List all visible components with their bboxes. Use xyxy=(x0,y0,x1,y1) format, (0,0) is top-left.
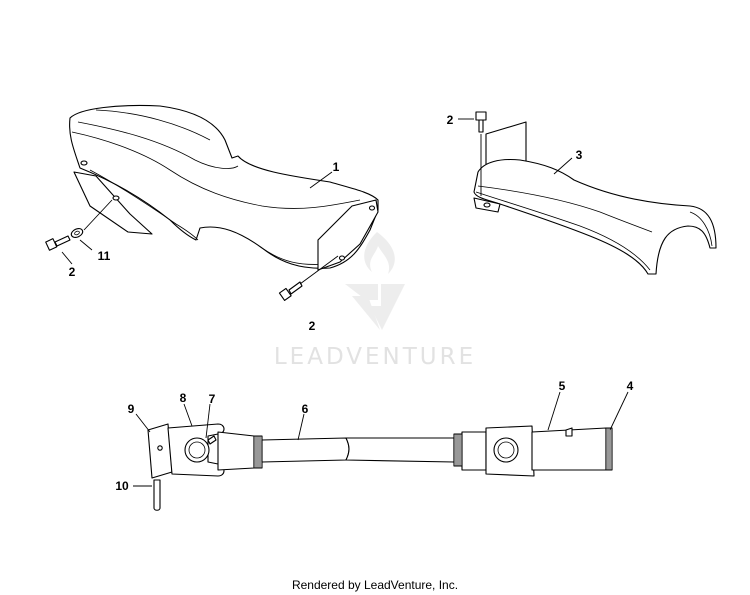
leader-cross-bearing xyxy=(205,403,211,439)
callout-driveshaft-yoke-end: 9 xyxy=(128,402,135,416)
callout-driveshaft-boot: 4 xyxy=(627,379,634,393)
leader-washer-b xyxy=(79,239,93,251)
front-cover-part xyxy=(69,104,379,271)
leader-slip-yoke xyxy=(547,391,561,431)
leader-boot xyxy=(609,391,629,431)
leader-bolt-right xyxy=(299,255,339,285)
watermark-brand-text: LEADVENTURE xyxy=(274,344,476,370)
callout-driveshaft-yoke: 8 xyxy=(180,391,187,405)
callout-driveshaft-roll-pin: 10 xyxy=(115,479,129,493)
callout-front-cover: 1 xyxy=(333,160,340,174)
watermark-logo-icon xyxy=(345,232,405,330)
leader-bolt-left xyxy=(61,251,73,265)
leader-washer xyxy=(83,199,113,231)
bolt-right-part xyxy=(278,281,303,301)
leader-front-cover xyxy=(309,171,333,189)
rear-cover-part xyxy=(473,121,717,275)
callout-driveshaft-cross-bearing: 7 xyxy=(209,392,216,406)
roll-pin-part xyxy=(153,479,161,511)
callout-driveshaft-slip-yoke: 5 xyxy=(559,379,566,393)
footer-credit: Rendered by LeadVenture, Inc. xyxy=(291,578,459,592)
washer-part xyxy=(70,228,84,238)
leader-rear-cover xyxy=(553,157,573,175)
driveshaft-part xyxy=(147,423,613,479)
callout-rear-cover-bolt: 2 xyxy=(447,113,454,127)
callout-front-cover-bolt-right: 2 xyxy=(309,319,316,333)
bolt-left-part xyxy=(45,235,71,251)
leader-shaft xyxy=(297,413,305,441)
rear-bolt-part xyxy=(475,111,487,133)
leader-yoke-end xyxy=(135,413,151,433)
callout-driveshaft-shaft: 6 xyxy=(302,402,309,416)
callout-rear-cover: 3 xyxy=(576,148,583,162)
leader-yoke xyxy=(183,403,193,427)
callout-front-cover-washer: 11 xyxy=(98,249,111,263)
callout-front-cover-bolt-left: 2 xyxy=(69,265,76,279)
